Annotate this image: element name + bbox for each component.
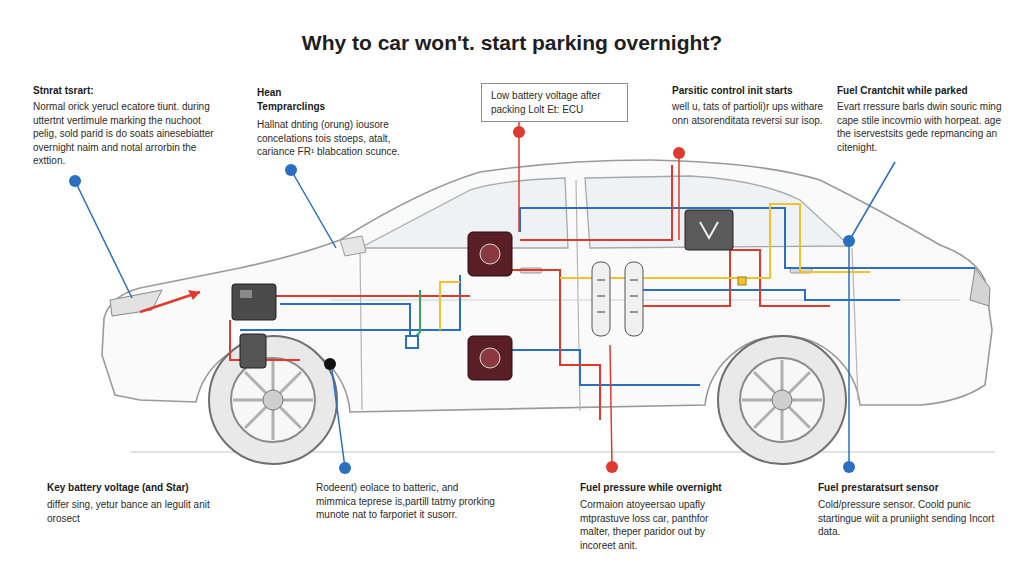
front-tire (209, 336, 337, 464)
leader-line (678, 153, 680, 240)
blue-wire (510, 350, 700, 385)
callout-text: Cold/pressure sensor. Coold punic starti… (818, 498, 996, 539)
callout-heading: Fuel pressure while overnight (580, 481, 770, 495)
callout-heading: Stnrat tsrart: (33, 84, 233, 98)
injector-rings (597, 280, 638, 312)
side-mirror (340, 236, 366, 256)
rear-hub (772, 390, 792, 410)
red-arrowhead (188, 290, 200, 300)
front-hub (263, 390, 283, 410)
callout-heading: Key battery voltage (and Star) (47, 481, 257, 495)
diagram-title: Why to car won't. start parking overnigh… (0, 31, 1024, 55)
battery-module (232, 284, 276, 320)
callout-text: Cormaion atoyeersao upafly mtprastuve lo… (580, 498, 738, 552)
leader-line (848, 241, 850, 467)
rear-tire (718, 336, 846, 464)
callout-text: Hallnat dnting (orung) iousore concelati… (257, 118, 429, 159)
callout-dot (606, 461, 618, 473)
callout-dot (285, 164, 297, 176)
ecu-relay (468, 232, 512, 276)
leader-line (610, 345, 612, 467)
green-wire (414, 290, 420, 338)
sensor-dot (324, 358, 336, 370)
callout-dot (339, 462, 351, 474)
callout-heading: Parsitic control init starts (672, 84, 847, 98)
fuel-sensor (738, 277, 746, 285)
front-rim (231, 358, 315, 442)
battery-terminal (240, 290, 252, 298)
blue-wire (640, 290, 900, 300)
callout-text: Normal orick yerucl ecatore tiunt. durin… (33, 100, 215, 168)
callout-text: well u, tats of partioli)r ups withare o… (672, 100, 824, 127)
relay-coil (480, 348, 500, 368)
callout-heading: Fuel prestaratsurt sensor (818, 481, 1008, 495)
leader-line (849, 162, 895, 241)
fuel-injector (592, 262, 610, 336)
front-window (360, 178, 568, 248)
fuel-injector (625, 262, 643, 336)
brake-module (240, 334, 266, 368)
callout-heading: Fuel Crantchit while parked (837, 84, 1017, 98)
callout-dot (69, 175, 81, 187)
rear-spokes (742, 360, 822, 440)
connector-block (406, 336, 418, 348)
relay-coil (480, 244, 500, 264)
blue-wire (520, 208, 975, 268)
leader-line (291, 170, 336, 248)
callout-dot (843, 461, 855, 473)
callout-heading: Hean Temprarclings (257, 86, 337, 113)
callout-dot (513, 126, 525, 138)
rear-rim (740, 358, 824, 442)
leader-line (332, 370, 345, 468)
ecu-relay (468, 336, 512, 380)
callout-text: Rodeent) eolace to batteric, and mimmica… (316, 481, 496, 522)
yellow-wire (440, 282, 460, 330)
callout-text: Evart rressure barls dwin souric ming ca… (837, 100, 1005, 154)
box-text: Low battery voltage after packing Lolt E… (491, 89, 618, 116)
front-spokes (233, 360, 313, 440)
control-module (685, 210, 733, 250)
module-symbol (700, 222, 718, 238)
door-line (852, 248, 858, 400)
callout-box: Low battery voltage after packing Lolt E… (481, 83, 628, 122)
callout-dot (673, 147, 685, 159)
headlight (110, 290, 162, 316)
taillight (970, 268, 990, 306)
red-wire (510, 270, 600, 420)
blue-wire (280, 304, 410, 340)
red-wire (520, 165, 672, 240)
callout-text: differ sing, yetur bance an legulit anit… (47, 498, 229, 525)
leader-line (75, 181, 132, 298)
